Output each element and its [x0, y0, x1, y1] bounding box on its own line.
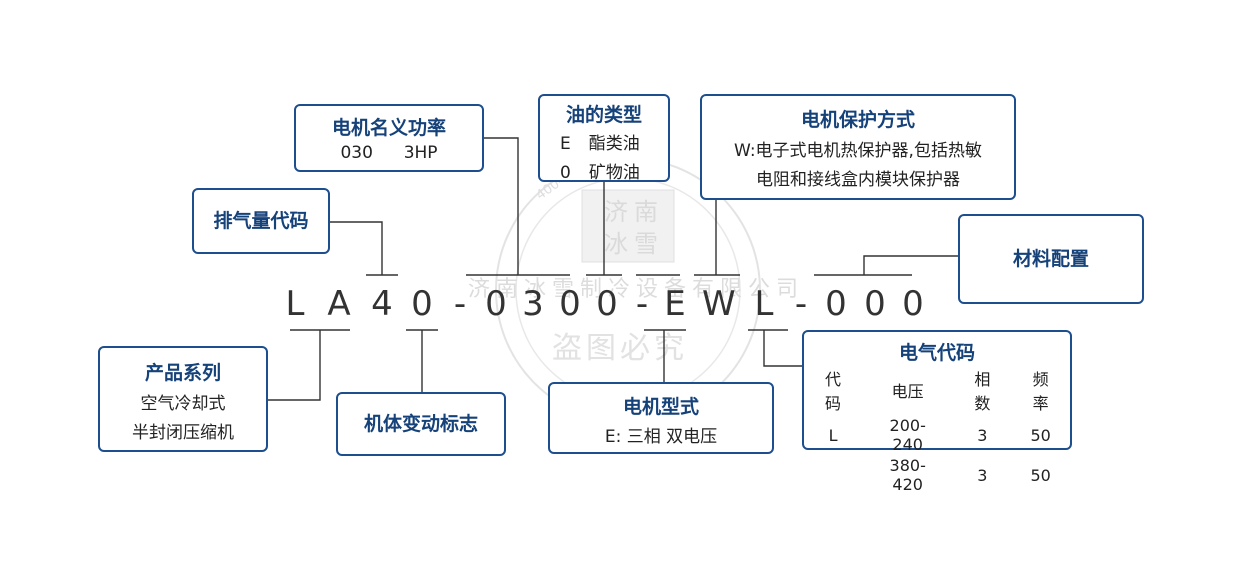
watermark-logo-char: 冰: [604, 230, 628, 258]
watermark-notice: 盗图必究: [552, 331, 688, 366]
table-header: 代码: [825, 370, 842, 413]
code-char: L: [754, 284, 774, 324]
code-char: -: [635, 284, 649, 324]
code-char: 0: [411, 284, 433, 324]
table-cell: 50: [1030, 425, 1051, 445]
code-char: 0: [485, 284, 507, 324]
watermark-logo-char: 济: [604, 198, 628, 226]
motor-protection-line: 电阻和接线盒内模块保护器: [756, 170, 960, 190]
code-char: E: [664, 284, 686, 324]
table-row: L 200-240 3 50: [804, 415, 1070, 455]
table-cell: 200-240: [889, 416, 926, 454]
table-row: 380-420 3 50: [804, 455, 1070, 495]
code-char: 3: [522, 284, 544, 324]
code-char: 0: [864, 284, 886, 324]
code-char: 0: [825, 284, 847, 324]
electrical-code-table: 代码 电压 相数 频率 L 200-240 3 50 380-420 3 50: [804, 365, 1070, 495]
watermark-logo-char: 雪: [634, 230, 658, 258]
table-cell: 3: [977, 425, 988, 445]
table-cell: [804, 455, 862, 495]
code-char: 0: [596, 284, 618, 324]
motor-power-title: 电机名义功率: [331, 117, 446, 139]
displacement-box: 排气量代码: [192, 188, 330, 254]
electrical-code-box: 电气代码 代码 电压 相数 频率 L 200-240 3 50 380-420 …: [802, 330, 1072, 494]
motor-type-title: 电机型式: [622, 396, 699, 418]
watermark-company: 济南冰雪制冷设备有限公司: [468, 277, 804, 302]
motor-type-line: E: 三相 双电压: [604, 427, 718, 447]
code-char: 0: [902, 284, 924, 324]
product-series-line: 半封闭压缩机: [132, 423, 234, 443]
table-cell: L: [828, 425, 838, 445]
table-cell: 380-420: [889, 456, 926, 494]
motor-power-unit: 3HP: [403, 143, 438, 163]
motor-protection-title: 电机保护方式: [800, 109, 915, 131]
motor-type-box: 电机型式 E: 三相 双电压: [548, 382, 774, 454]
table-cell: 3: [977, 465, 988, 485]
code-char: 0: [559, 284, 581, 324]
product-series-title: 产品系列: [144, 362, 221, 384]
material-title: 材料配置: [1012, 248, 1089, 270]
code-char: -: [794, 284, 808, 324]
product-series-line: 空气冷却式: [140, 394, 226, 414]
code-char: A: [327, 284, 351, 324]
table-header: 相数: [974, 370, 991, 413]
code-char: 4: [371, 284, 393, 324]
material-box: 材料配置: [958, 214, 1144, 304]
electrical-code-title: 电气代码: [898, 342, 975, 364]
watermark-logo-char: 南: [634, 198, 658, 226]
oil-type-title: 油的类型: [565, 104, 642, 126]
code-char: W: [702, 284, 736, 324]
motor-power-box: 电机名义功率 030 3HP: [294, 104, 484, 172]
body-change-title: 机体变动标志: [363, 413, 478, 435]
motor-protection-line: W:电子式电机热保护器,包括热敏: [734, 141, 982, 161]
motor-power-value: 030: [340, 143, 373, 163]
body-change-box: 机体变动标志: [336, 392, 506, 456]
table-header-row: 代码 电压 相数 频率: [804, 365, 1070, 415]
displacement-title: 排气量代码: [213, 210, 309, 232]
table-cell: 50: [1030, 465, 1051, 485]
table-header: 频率: [1032, 370, 1049, 413]
motor-protection-box: 电机保护方式 W:电子式电机热保护器,包括热敏 电阻和接线盒内模块保护器: [700, 94, 1016, 200]
product-series-box: 产品系列 空气冷却式 半封闭压缩机: [98, 346, 268, 452]
table-header: 电压: [891, 382, 924, 401]
code-char: L: [285, 284, 305, 324]
code-char: -: [453, 284, 467, 324]
